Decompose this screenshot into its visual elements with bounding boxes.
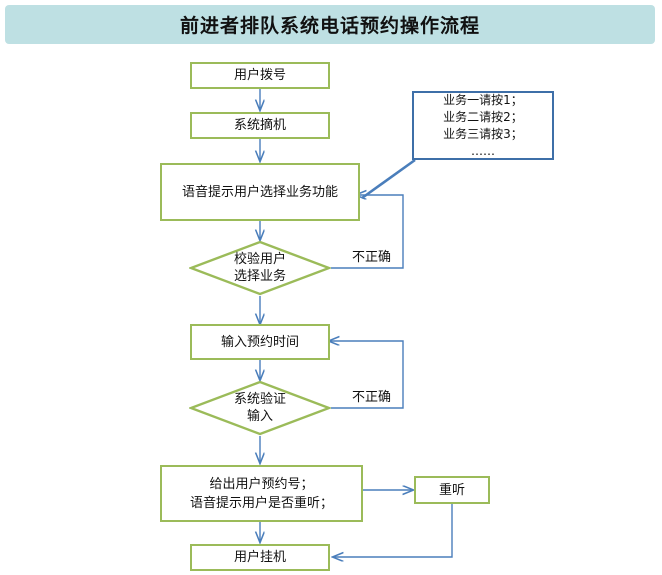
node-give-number[interactable]: 给出用户预约号； 语音提示用户是否重听； [160,465,363,522]
edge-label-incorrect-input: 不正确 [352,390,392,405]
node-system-offhook[interactable]: 系统摘机 [190,112,330,139]
node-user-dial-label: 用户拨号 [233,68,286,83]
node-voice-prompt[interactable]: 语音提示用户选择业务功能 [160,163,360,221]
node-verify-service-label: 校验用户 选择业务 [233,252,286,284]
note-service-options: 业务一请按1； 业务二请按2； 业务三请按3； …… [412,91,554,160]
node-give-number-label: 给出用户预约号； 语音提示用户是否重听； [189,476,333,511]
node-system-offhook-label: 系统摘机 [233,118,286,133]
node-replay[interactable]: 重听 [414,476,490,504]
node-voice-prompt-label: 语音提示用户选择业务功能 [181,184,338,200]
node-verify-input-label: 系统验证 输入 [233,392,286,424]
diamond-shape [189,380,331,436]
page-title: 前进者排队系统电话预约操作流程 [179,15,480,37]
node-user-dial[interactable]: 用户拨号 [190,62,330,89]
node-input-time[interactable]: 输入预约时间 [190,324,330,360]
diamond-shape [189,240,331,296]
page-title-banner: 前进者排队系统电话预约操作流程 [5,5,655,44]
node-verify-input[interactable]: 系统验证 输入 [189,380,331,436]
node-user-hangup-label: 用户挂机 [233,550,286,565]
note-service-options-text: 业务一请按1； 业务二请按2； 业务三请按3； …… [443,92,523,158]
node-user-hangup[interactable]: 用户挂机 [190,544,330,571]
edge-label-incorrect-service: 不正确 [352,250,392,265]
node-input-time-label: 输入预约时间 [220,334,299,350]
edge-note-leader [361,158,416,200]
node-verify-service[interactable]: 校验用户 选择业务 [189,240,331,296]
node-replay-label: 重听 [438,482,465,498]
